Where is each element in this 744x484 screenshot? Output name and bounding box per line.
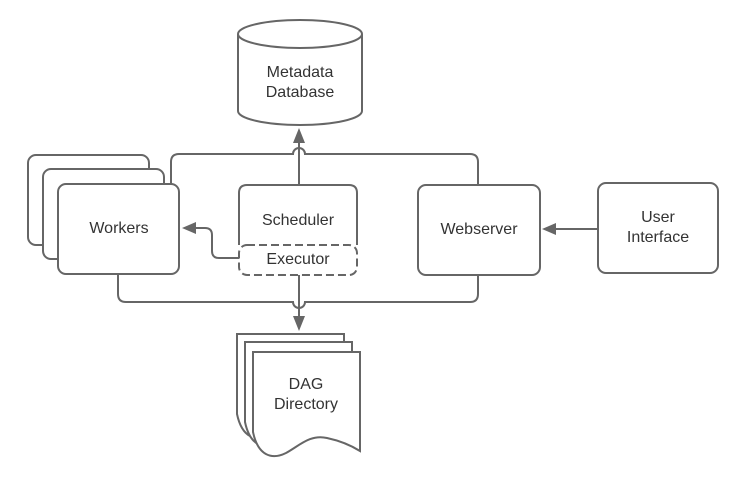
arrowhead-left-workers	[182, 222, 196, 234]
arrowhead-up-database	[293, 128, 305, 143]
dag-directory-node	[236, 333, 361, 458]
arrowhead-down-dag	[293, 316, 305, 331]
webserver-node	[417, 184, 541, 276]
workers-node	[27, 154, 180, 275]
dag-front-document	[252, 351, 361, 458]
arrowhead-left-webserver	[542, 223, 556, 235]
connector-top-trunk	[170, 147, 479, 184]
database-cylinder-top	[237, 19, 363, 49]
executor-rect	[238, 244, 358, 276]
database-cylinder-body	[237, 34, 363, 126]
metadata-database-node	[237, 19, 363, 126]
scheduler-rect	[238, 184, 358, 245]
workers-front-rect	[57, 183, 180, 275]
connector-executor-to-workers	[196, 227, 239, 259]
scheduler-node	[238, 184, 358, 276]
user-interface-node	[597, 182, 719, 274]
